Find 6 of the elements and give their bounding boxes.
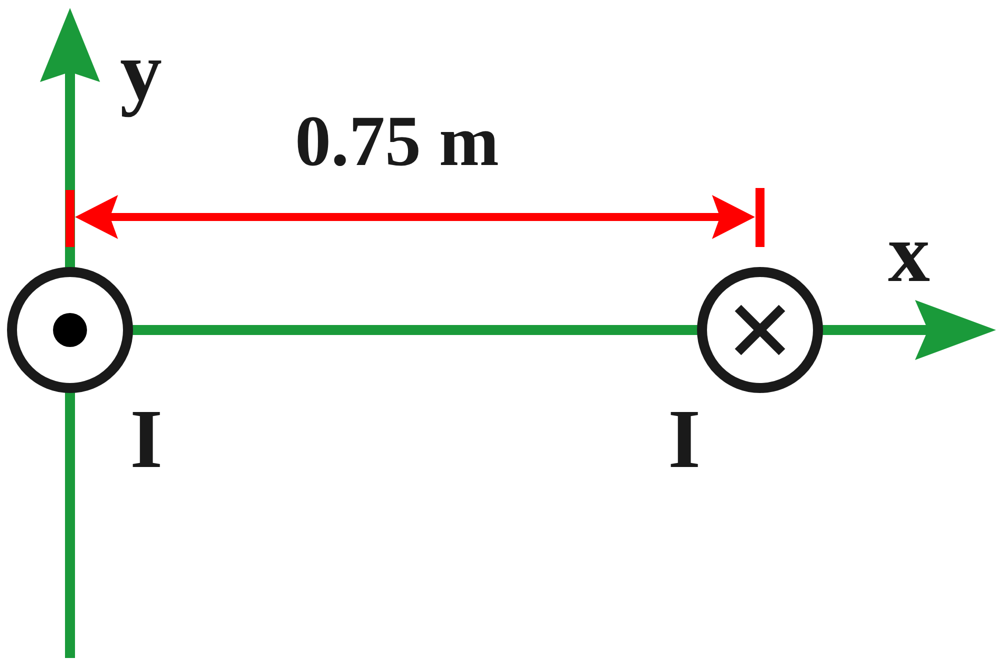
current-label: I <box>130 398 163 482</box>
current-label: I <box>668 398 701 482</box>
current-into-page-symbol <box>696 266 824 394</box>
dimension-label: 0.75 m <box>295 105 499 177</box>
axis-label: x <box>888 212 930 296</box>
current-out-of-page-symbol <box>6 266 134 394</box>
